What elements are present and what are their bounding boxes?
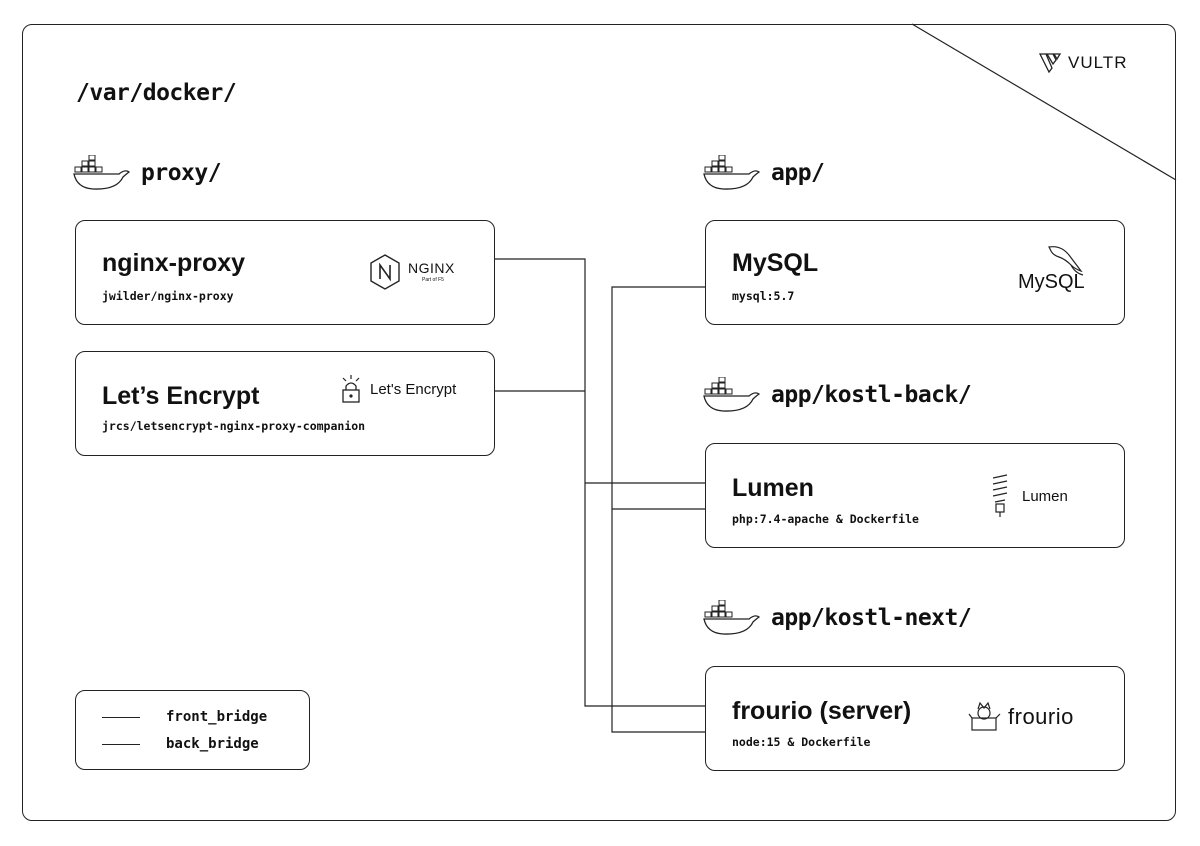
vultr-logo: VULTR [1038,52,1127,74]
mysql-dolphin-icon [1047,246,1083,276]
section-app-label: app/ [771,160,825,186]
card-image: jrcs/letsencrypt-nginx-proxy-companion [102,419,366,433]
lumen-logo-icon [992,474,1008,517]
vultr-logo-text: VULTR [1068,53,1128,72]
section-kostl-next-label: app/kostl-next/ [771,605,972,631]
card-name: Lumen [732,474,814,502]
card-name: frourio (server) [732,697,912,725]
diagram-frame [22,24,1176,821]
card-frourio: frourio (server) node:15 & Dockerfile fr… [705,666,1125,771]
nginx-logo-sub: Part of F5 [422,277,444,283]
legend-row-back: back_bridge [102,736,259,752]
letsencrypt-logo: Let's Encrypt [338,374,456,404]
section-app: app/ [703,155,825,191]
card-mysql: MySQL mysql:5.7 MySQL [705,220,1125,325]
frourio-logo-icon [968,701,1001,731]
nginx-logo-text: NGINX [408,260,455,276]
letsencrypt-logo-icon [342,375,360,403]
legend-line-back [102,743,140,745]
nginx-logo-icon [370,254,400,290]
card-letsencrypt: Let’s Encrypt jrcs/letsencrypt-nginx-pro… [75,351,495,456]
card-nginx-proxy: nginx-proxy jwilder/nginx-proxy NGINX Pa… [75,220,495,325]
letsencrypt-logo-text: Let's Encrypt [370,380,457,398]
legend-label-front: front_bridge [166,709,268,725]
page-title: /var/docker/ [76,80,237,106]
lumen-logo: Lumen [990,474,1068,518]
card-name: Let’s Encrypt [102,382,260,410]
card-lumen: Lumen php:7.4-apache & Dockerfile Lumen [705,443,1125,548]
section-proxy-label: proxy/ [141,160,222,186]
frourio-logo: frourio [968,701,1074,733]
section-kostl-next: app/kostl-next/ [703,600,972,636]
legend-line-front [102,716,140,718]
docker-icon [703,155,761,190]
section-kostl-back: app/kostl-back/ [703,377,972,413]
vultr-logo-icon [1038,53,1062,74]
card-name: nginx-proxy [102,249,246,277]
card-image: php:7.4-apache & Dockerfile [732,512,919,526]
section-proxy: proxy/ [73,155,222,191]
legend: front_bridge back_bridge [75,690,310,770]
docker-icon [703,377,761,412]
legend-label-back: back_bridge [166,736,259,752]
card-image: node:15 & Dockerfile [732,735,871,749]
legend-row-front: front_bridge [102,709,267,725]
nginx-logo: NGINX Part of F5 [368,253,455,291]
frourio-logo-text: frourio [1008,704,1074,729]
card-image: mysql:5.7 [732,289,795,303]
mysql-logo-text: MySQL [1018,271,1085,293]
docker-icon [703,600,761,635]
lumen-logo-text: Lumen [1022,487,1068,505]
section-kostl-back-label: app/kostl-back/ [771,382,972,408]
mysql-logo: MySQL [1018,243,1085,294]
docker-icon [73,155,131,190]
card-name: MySQL [732,249,819,277]
card-image: jwilder/nginx-proxy [102,289,234,303]
